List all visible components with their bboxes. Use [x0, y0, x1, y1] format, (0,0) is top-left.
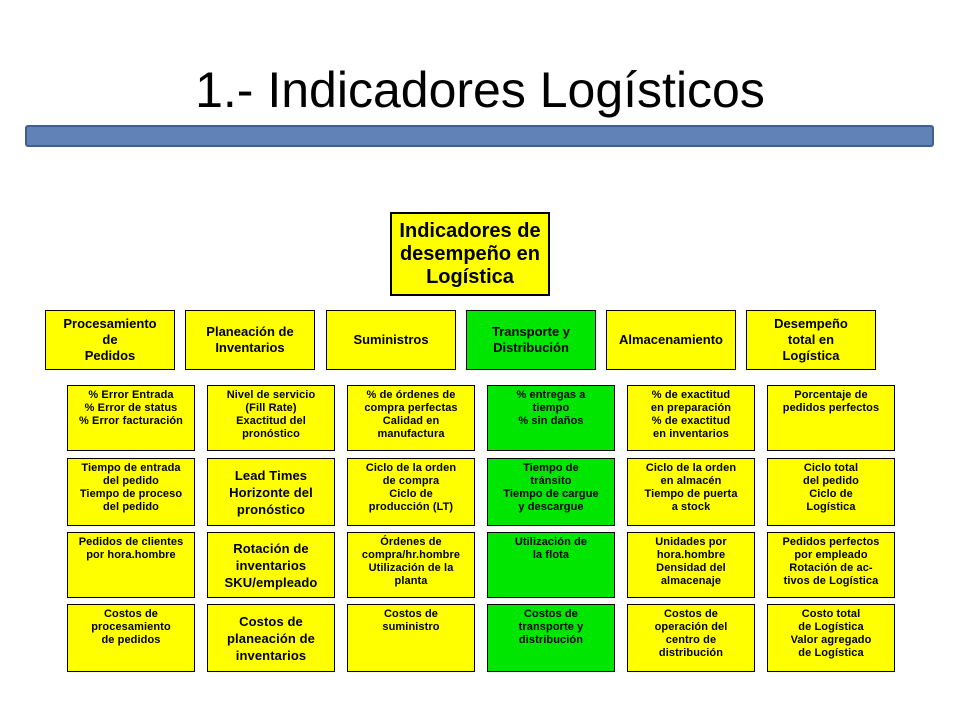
category-desempeno-total: Desempeño total en Logística — [746, 310, 876, 370]
indicator-box: Costos de procesamiento de pedidos — [67, 604, 195, 672]
slide-title: 1.- Indicadores Logísticos — [195, 62, 765, 118]
indicator-box: Porcentaje de pedidos perfectos — [767, 385, 895, 451]
indicator-box: Tiempo de tránsito Tiempo de cargue y de… — [487, 458, 615, 526]
indicator-box: % de órdenes de compra perfectas Calidad… — [347, 385, 475, 451]
category-almacenamiento: Almacenamiento — [606, 310, 736, 370]
indicator-box: Costos de operación del centro de distri… — [627, 604, 755, 672]
indicator-box: Utilización de la flota — [487, 532, 615, 598]
indicator-box: Nivel de servicio (Fill Rate) Exactitud … — [207, 385, 335, 451]
indicator-box: Costo total de Logística Valor agregado … — [767, 604, 895, 672]
category-transporte-distribucion: Transporte y Distribución — [466, 310, 596, 370]
root-node-indicadores-desempeno: Indicadores de desempeño en Logística — [390, 212, 550, 296]
indicator-box: % de exactitud en preparación % de exact… — [627, 385, 755, 451]
category-suministros: Suministros — [326, 310, 456, 370]
title-underline-bar — [25, 125, 934, 147]
indicator-box: Ciclo de la orden de compra Ciclo de pro… — [347, 458, 475, 526]
indicator-box: Costos de suministro — [347, 604, 475, 672]
indicator-box: % entregas a tiempo % sin daños — [487, 385, 615, 451]
indicator-box: Pedidos de clientes por hora.hombre — [67, 532, 195, 598]
indicator-box: Costos de transporte y distribución — [487, 604, 615, 672]
indicator-box: Tiempo de entrada del pedido Tiempo de p… — [67, 458, 195, 526]
category-planeacion-inventarios: Planeación de Inventarios — [185, 310, 315, 370]
indicator-box: Pedidos perfectos por empleado Rotación … — [767, 532, 895, 598]
indicator-box: Ciclo total del pedido Ciclo de Logístic… — [767, 458, 895, 526]
indicator-box: % Error Entrada % Error de status % Erro… — [67, 385, 195, 451]
indicator-box: Ciclo de la orden en almacén Tiempo de p… — [627, 458, 755, 526]
indicator-box: Órdenes de compra/hr.hombre Utilización … — [347, 532, 475, 598]
indicator-box: Unidades por hora.hombre Densidad del al… — [627, 532, 755, 598]
indicator-box: Lead Times Horizonte del pronóstico — [207, 458, 335, 526]
indicator-box: Costos de planeación de inventarios — [207, 604, 335, 672]
category-procesamiento-pedidos: Procesamiento de Pedidos — [45, 310, 175, 370]
indicator-box: Rotación de inventarios SKU/empleado — [207, 532, 335, 598]
